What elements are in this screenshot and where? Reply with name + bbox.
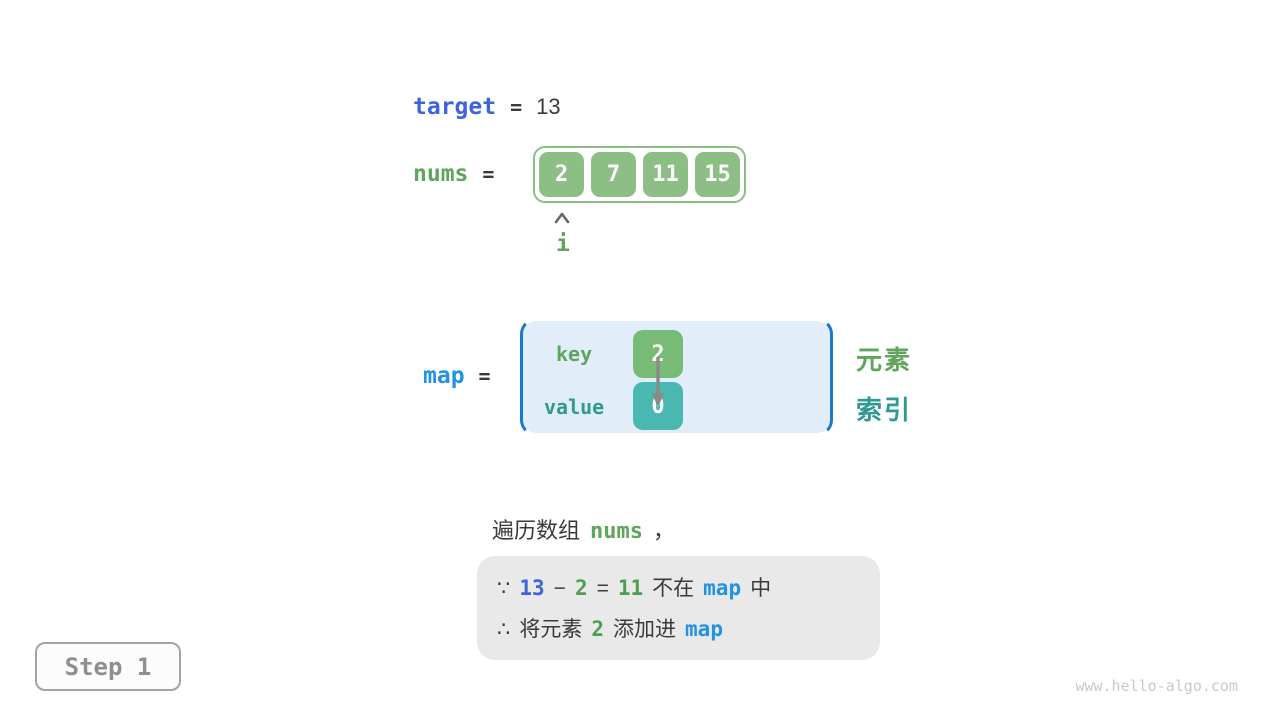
nums-array: 2 7 11 15 [533,146,746,203]
element-number: 2 [574,576,588,600]
reasoning-line-1: ∵ 13 − 2 = 11 不在 map 中 [497,572,860,602]
index-side-label: 索引 [856,395,913,425]
nums-var-name: nums [413,161,469,187]
index-pointer-label: i [556,231,570,257]
key-to-value-arrow-icon [651,357,665,407]
nums-array-cell: 7 [591,152,636,197]
target-equals-sign: = [510,95,523,119]
index-pointer-arrow-icon [554,212,570,224]
in-suffix-text: 中 [750,577,772,600]
nums-array-cell: 2 [539,152,584,197]
element-side-label: 元素 [856,345,913,375]
step-badge: Step 1 [35,642,181,691]
map-assignment: map = [423,363,491,389]
equals-sign: = [596,577,609,600]
minus-sign: − [553,577,566,600]
add-element-text: 将元素 [519,618,583,641]
target-assignment: target = 13 [413,94,561,120]
map-key-label: key [556,342,593,366]
caption-code-nums: nums [590,519,643,544]
site-watermark: www.hello-algo.com [1075,677,1238,695]
map-container: key 2 value 0 [520,318,833,436]
caption-line: 遍历数组 nums ， [492,513,675,545]
because-symbol: ∵ [497,577,511,600]
map-code-ref: map [685,617,723,641]
reasoning-line-2: ∴ 将元素 2 添加进 map [497,613,860,643]
add-into-text: 添加进 [613,618,677,641]
map-code-ref: map [703,576,742,600]
difference-number: 11 [617,576,644,600]
caption-prefix: 遍历数组 [492,518,581,543]
map-value-label: value [544,395,605,419]
nums-array-cell: 15 [695,152,740,197]
map-var-name: map [423,363,465,389]
therefore-symbol: ∴ [497,618,511,641]
reasoning-box: ∵ 13 − 2 = 11 不在 map 中 ∴ 将元素 2 添加进 map [477,556,880,660]
target-value: 13 [536,94,561,119]
caption-suffix: ， [653,518,676,543]
nums-assignment: nums = [413,161,494,187]
nums-equals-sign: = [482,162,495,186]
target-number: 13 [519,576,545,600]
not-in-text: 不在 [652,577,695,600]
map-equals-sign: = [478,364,491,388]
nums-array-cell: 11 [643,152,688,197]
target-var-name: target [413,94,497,120]
added-element-number: 2 [591,617,605,641]
